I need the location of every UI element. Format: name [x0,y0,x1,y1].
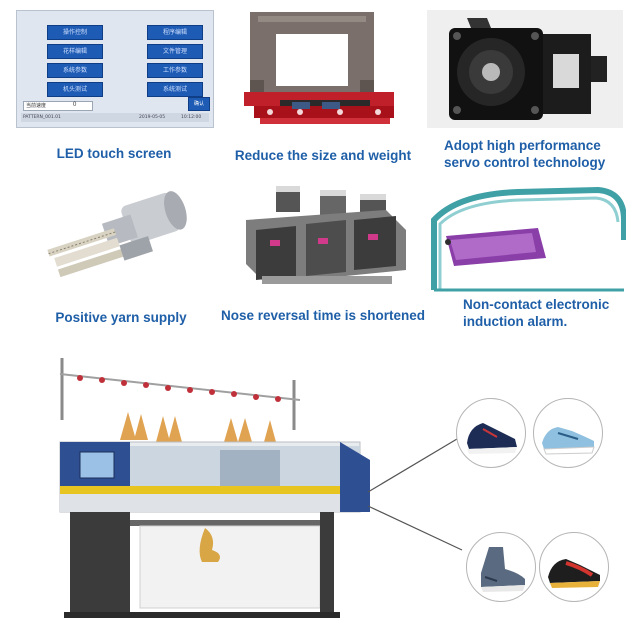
caption-led: LED touch screen [56,146,172,161]
shoe-circle-2 [533,398,603,468]
flat-knitting-machine-image [59,358,370,618]
screen-button-8: 系统测试 [147,82,203,97]
caption-yarn: Positive yarn supply [55,310,187,325]
caption-reduce: Reduce the size and weight [234,148,412,163]
screen-button-7: 机头测试 [47,82,103,97]
connector-lines [367,435,463,551]
caption-alarm: Non-contact electronic induction alarm. [463,296,633,330]
yarn-supply-device-image [47,191,187,278]
sneaker-red-black-icon [548,559,600,588]
screen-button-1: 操作控制 [47,25,103,40]
screen-footer: PATTERN_001.01 2019-05-05 10:12:00 [21,113,209,122]
caption-alarm-line-1: Non-contact electronic [463,297,610,312]
caption-servo-line-2: servo control technology [444,155,606,170]
induction-alarm-image [431,186,626,292]
screen-ok-button: 确认 [188,97,210,111]
sneaker-lightblue-icon [542,427,595,455]
screen-button-4: 文件管理 [147,44,203,59]
compact-carriage-image [244,12,394,124]
screen-button-3: 花样编辑 [47,44,103,59]
caption-alarm-line-2: induction alarm. [463,314,568,329]
screen-status-value: 0 [73,102,77,108]
screen-footer-time: 10:12:00 [181,115,202,120]
caption-servo-line-1: Adopt high performance [444,138,601,153]
high-top-boot-icon [481,547,525,592]
led-touch-screen-image: 操作控制 程序编辑 花样编辑 文件管理 系统参数 工作参数 机头测试 系统测试 … [16,10,214,128]
shoe-circle-1 [456,398,526,468]
servo-motor-image [427,10,623,128]
screen-button-2: 程序编辑 [147,25,203,40]
nose-reversal-assembly-image [246,186,406,284]
screen-status-field: 当前速度 [23,101,93,111]
screen-footer-file: PATTERN_001.01 [23,115,61,120]
shoe-circle-3 [466,532,536,602]
screen-button-6: 工作参数 [147,63,203,78]
caption-servo: Adopt high performance servo control tec… [444,137,634,171]
sneaker-navy-icon [467,423,517,454]
shoe-circle-4 [539,532,609,602]
caption-nose: Nose reversal time is shortened [220,308,426,323]
screen-status-label: 当前速度 [26,103,47,109]
screen-button-5: 系统参数 [47,63,103,78]
screen-footer-date: 2019-05-05 [139,115,166,120]
